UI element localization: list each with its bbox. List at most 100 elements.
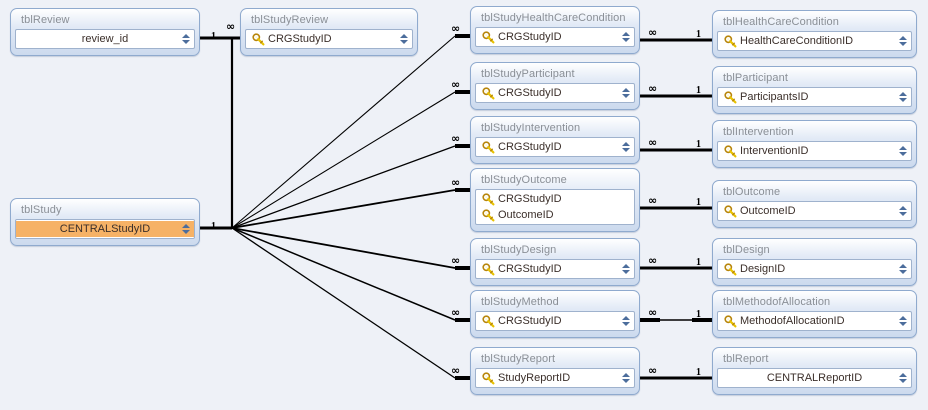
scroll-spinner-icon[interactable] [897,33,908,49]
scroll-spinner-icon[interactable] [620,370,631,386]
line-study-design [231,227,456,269]
cardinality-many-design-left: ∞ [648,254,658,267]
field-list-tblStudyOutcome[interactable]: CRGStudyID OutcomeID [475,189,635,225]
scroll-spinner-icon[interactable] [398,31,409,47]
table-title-tblMethodofAllocation: tblMethodofAllocation [723,296,831,308]
field-list-tblIntervention[interactable]: InterventionID [717,141,912,161]
field-row[interactable]: CRGStudyID [476,191,634,207]
field-list-tblStudyParticipant[interactable]: CRGStudyID [475,83,635,103]
field-row[interactable]: review_id [16,31,194,47]
field-list-tblDesign[interactable]: DesignID [717,259,912,279]
cardinality-many-method-left: ∞ [648,306,658,319]
scroll-spinner-icon[interactable] [620,139,631,155]
scroll-spinner-icon[interactable] [620,313,631,329]
cardinality-many-part-left: ∞ [648,82,658,95]
field-row[interactable]: MethodofAllocationID [718,313,911,329]
cardinality-many-studyintervention: ∞ [451,132,461,145]
field-row[interactable]: InterventionID [718,143,911,159]
cardinality-many-studyhealthcarecondition: ∞ [451,22,461,35]
field-row[interactable]: DesignID [718,261,911,277]
primary-key-icon [724,90,737,104]
line-study-participant [231,91,456,229]
field-row[interactable]: StudyReportID [476,370,634,386]
scroll-spinner-icon[interactable] [620,261,631,277]
primary-key-icon [482,192,495,206]
field-list-tblReview[interactable]: review_id [15,29,195,49]
field-label: CENTRALStudyID [59,223,151,235]
field-label: CRGStudyID [498,141,562,153]
table-title-tblStudyDesign: tblStudyDesign [481,244,557,256]
field-row[interactable]: CENTRALReportID [718,370,911,386]
table-title-tblStudyReport: tblStudyReport [481,353,556,365]
field-list-tblStudyIntervention[interactable]: CRGStudyID [475,137,635,157]
field-list-tblStudyReview[interactable]: CRGStudyID [245,29,413,49]
field-row[interactable]: OutcomeID [476,207,634,223]
field-row[interactable]: CENTRALStudyID [16,221,194,237]
table-title-tblOutcome: tblOutcome [723,186,781,198]
scroll-spinner-icon[interactable] [897,203,908,219]
table-box-tblReview[interactable]: tblReview review_id [10,8,200,56]
cardinality-one-review: 1 [211,31,216,42]
scroll-spinner-icon[interactable] [897,89,908,105]
scroll-spinner-icon[interactable] [180,31,191,47]
scroll-spinner-icon[interactable] [620,85,631,101]
cardinality-one-intervention: 1 [696,139,701,150]
field-list-tblParticipant[interactable]: ParticipantsID [717,87,912,107]
scroll-spinner-icon[interactable] [897,261,908,277]
field-row[interactable]: CRGStudyID [246,31,412,47]
field-row[interactable]: CRGStudyID [476,85,634,101]
table-title-tblReview: tblReview [21,14,70,26]
field-row[interactable]: CRGStudyID [476,139,634,155]
field-row[interactable]: CRGStudyID [476,313,634,329]
field-list-tblStudy[interactable]: CENTRALStudyID [15,219,195,239]
field-list-tblStudyReport[interactable]: StudyReportID [475,368,635,388]
field-label: DesignID [740,263,786,275]
field-list-tblStudyHealthCareCondition[interactable]: CRGStudyID [475,27,635,47]
field-row[interactable]: HealthCareConditionID [718,33,911,49]
field-list-tblOutcome[interactable]: OutcomeID [717,201,912,221]
cardinality-many-studyreview: ∞ [226,20,236,33]
cardinality-many-outc-left: ∞ [648,194,658,207]
cardinality-many-report-left: ∞ [648,364,658,377]
field-row[interactable]: OutcomeID [718,203,911,219]
field-label: review_id [81,33,129,45]
field-label: OutcomeID [740,205,796,217]
field-row[interactable]: CRGStudyID [476,261,634,277]
scroll-spinner-icon[interactable] [897,313,908,329]
field-row[interactable]: ParticipantsID [718,89,911,105]
field-list-tblStudyDesign[interactable]: CRGStudyID [475,259,635,279]
field-list-tblStudyMethod[interactable]: CRGStudyID [475,311,635,331]
table-title-tblStudyHealthCareCondition: tblStudyHealthCareCondition [481,12,626,24]
field-list-tblReport[interactable]: CENTRALReportID [717,368,912,388]
field-label: CRGStudyID [268,33,332,45]
line-study-healthcarecondition [231,35,456,229]
field-list-tblMethodofAllocation[interactable]: MethodofAllocationID [717,311,912,331]
field-list-tblHealthCareCondition[interactable]: HealthCareConditionID [717,31,912,51]
scroll-spinner-icon[interactable] [620,29,631,45]
scroll-spinner-icon[interactable] [180,221,191,237]
field-label: OutcomeID [498,209,554,221]
field-row[interactable]: CRGStudyID [476,29,634,45]
table-title-tblDesign: tblDesign [723,244,770,256]
table-title-tblStudyOutcome: tblStudyOutcome [481,174,567,186]
line-study-report [231,227,456,379]
scroll-spinner-icon[interactable] [897,370,908,386]
scroll-spinner-icon[interactable] [897,143,908,159]
